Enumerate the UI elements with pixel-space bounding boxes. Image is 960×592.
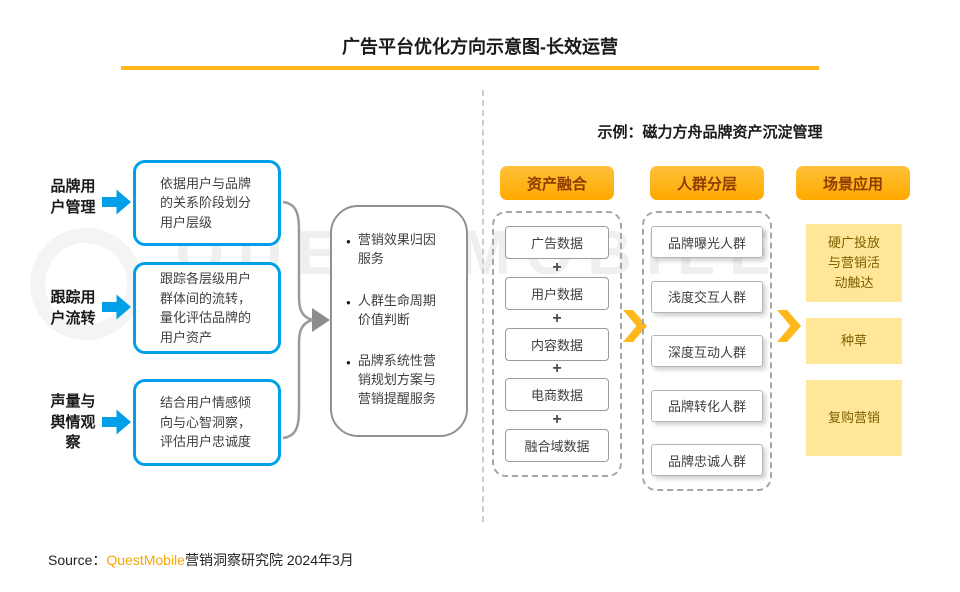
source-prefix: Source：: [48, 552, 107, 568]
flow-box-loyalty: 结合用户情感倾 向与心智洞察， 评估用户忠诚度: [133, 379, 281, 466]
audience-segment-box: 品牌曝光人群: [651, 226, 763, 258]
stage-pill-asset-fusion: 资产融合: [500, 166, 614, 200]
flow-arrow-icon: [102, 409, 131, 435]
data-source-box: 广告数据: [505, 226, 609, 259]
plus-sign: +: [552, 258, 562, 276]
summary-bullet: 营销效果归因 服务: [346, 231, 458, 269]
summary-bullet: 人群生命周期 价值判断: [346, 292, 458, 330]
flow-box-user-asset: 跟踪各层级用户 群体间的流转， 量化评估品牌的 用户资产: [133, 262, 281, 354]
stage-pill-audience-layering: 人群分层: [650, 166, 764, 200]
data-source-box: 用户数据: [505, 276, 609, 310]
scenario-box-seeding: 种草: [806, 318, 902, 364]
data-source-box: 融合域数据: [505, 429, 609, 462]
merge-arrow-icon: [312, 308, 330, 332]
row-label-brand-user-management: 品牌用 户管理: [50, 178, 96, 216]
source-brand: QuestMobile: [106, 552, 185, 568]
page-title: 广告平台优化方向示意图-长效运营: [342, 37, 618, 57]
asset-fusion-group: 广告数据 + 用户数据 + 内容数据 + 电商数据 + 融合域数据: [492, 211, 622, 477]
audience-layering-group: 品牌曝光人群 浅度交互人群 深度互动人群 品牌转化人群 品牌忠诚人群: [642, 211, 772, 491]
next-stage-arrow-icon: [777, 310, 801, 342]
brace-connector: [282, 200, 330, 440]
data-source-box: 电商数据: [505, 378, 609, 412]
audience-segment-box: 品牌忠诚人群: [651, 444, 763, 476]
plus-sign: +: [552, 309, 562, 327]
example-header: 示例：磁力方舟品牌资产沉淀管理: [597, 124, 823, 141]
audience-segment-box: 品牌转化人群: [651, 389, 763, 422]
row-label-track-user-flow: 跟踪用 户流转: [50, 289, 96, 327]
scenario-box-repurchase: 复购营销: [806, 380, 902, 456]
summary-bullet: 品牌系统性营 销规划方案与 营销提醒服务: [346, 352, 458, 409]
audience-segment-box: 浅度交互人群: [651, 280, 763, 313]
source-line: Source：QuestMobile营销洞察研究院 2024年3月: [48, 550, 354, 570]
source-suffix: 营销洞察研究院 2024年3月: [184, 552, 354, 568]
flow-box-user-tiering: 依据用户与品牌 的关系阶段划分 用户层级: [133, 160, 281, 246]
plus-sign: +: [552, 411, 562, 429]
title-underline: [121, 66, 819, 70]
stage-pill-scenario-application: 场景应用: [796, 166, 910, 200]
scenario-box-hard-ad: 硬广投放 与营销活 动触达: [806, 224, 902, 302]
data-source-box: 内容数据: [505, 327, 609, 361]
audience-segment-box: 深度互动人群: [651, 335, 763, 367]
row-label-voice-sentiment: 声量与 舆情观 察: [50, 393, 96, 452]
section-divider: [482, 90, 484, 522]
plus-sign: +: [552, 360, 562, 378]
summary-services-box: 营销效果归因 服务 人群生命周期 价值判断 品牌系统性营 销规划方案与 营销提醒…: [330, 205, 468, 437]
flow-arrow-icon: [102, 189, 131, 215]
